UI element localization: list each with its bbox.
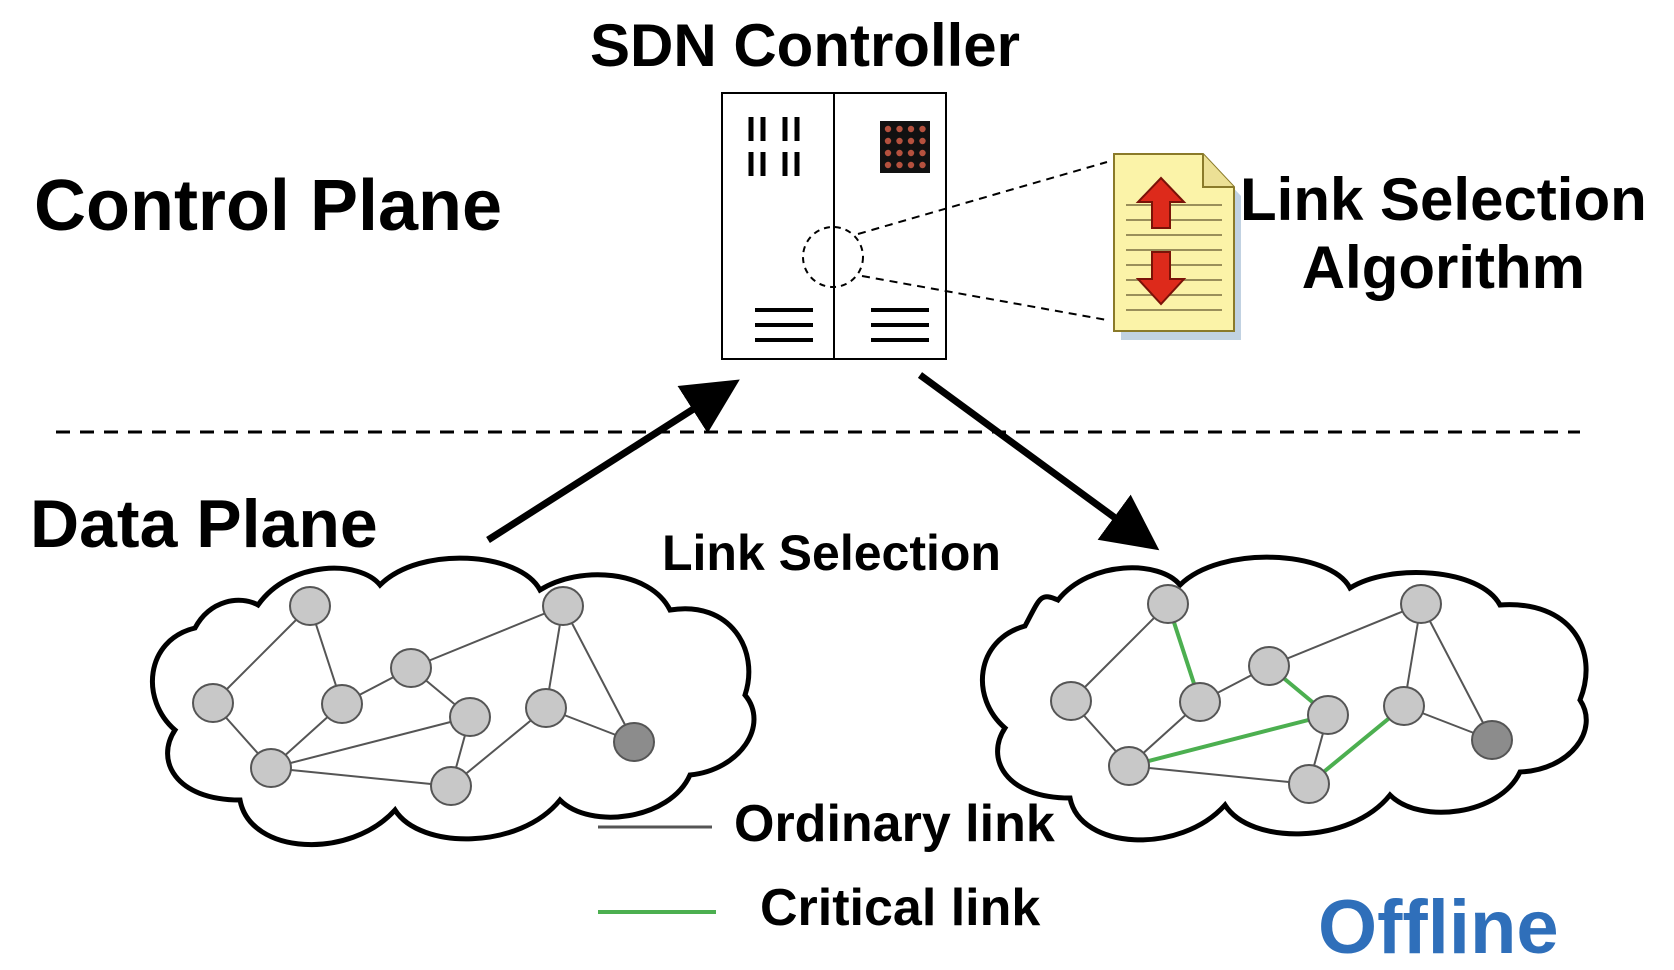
controller-dot	[896, 161, 903, 169]
network-node	[1050, 681, 1092, 721]
network-node	[1147, 584, 1189, 624]
legend-critical-label: Critical link	[760, 879, 1041, 937]
algorithm-label: Link Selection Algorithm	[1240, 166, 1647, 302]
algorithm-label-line2: Algorithm	[1301, 233, 1586, 301]
network-node	[1471, 720, 1513, 760]
upload-arrow	[486, 379, 740, 543]
download-arrow	[917, 372, 1160, 551]
ordinary-link	[1268, 603, 1422, 667]
network-node	[525, 688, 567, 728]
ordinary-link	[212, 605, 311, 704]
ordinary-link	[410, 605, 564, 669]
controller-dot	[907, 137, 915, 145]
controller-dot	[884, 137, 892, 145]
ordinary-link	[1128, 765, 1310, 785]
algorithm-document-icon	[1113, 153, 1241, 340]
ordinary-link	[562, 605, 635, 743]
controller-dot	[907, 149, 915, 157]
algorithm-label-line1: Link Selection	[1240, 166, 1647, 233]
network-node	[250, 748, 292, 788]
network-node	[449, 697, 491, 737]
control-plane-label: Control Plane	[34, 166, 503, 246]
critical-link	[1128, 713, 1329, 768]
controller-dot	[884, 149, 892, 157]
network-node	[1288, 764, 1330, 804]
controller-dot	[919, 161, 926, 169]
controller-dot	[896, 137, 903, 145]
ordinary-link	[1420, 603, 1493, 741]
network-node	[321, 684, 363, 724]
network-node	[1400, 584, 1442, 624]
status-label: Offline	[1318, 885, 1559, 970]
network-node	[1248, 646, 1290, 686]
controller-dot	[907, 161, 915, 169]
controller-dot	[919, 125, 926, 133]
network-node	[613, 722, 655, 762]
network-node	[1108, 746, 1150, 786]
controller-dot	[919, 149, 926, 157]
network-node	[1179, 682, 1221, 722]
left-network-cloud	[150, 555, 757, 848]
network-node	[390, 648, 432, 688]
controller-dot	[896, 149, 903, 157]
data-plane-label: Data Plane	[30, 486, 378, 562]
legend-ordinary-label: Ordinary link	[734, 795, 1055, 853]
up-arrow-icon	[1135, 176, 1187, 229]
down-arrow-icon	[1135, 251, 1187, 306]
right-network-cloud	[980, 554, 1589, 843]
network-node	[289, 586, 331, 626]
network-node	[542, 586, 584, 626]
controller-dot	[884, 161, 892, 169]
sdn-controller-icon	[721, 92, 1108, 360]
network-node	[192, 683, 234, 723]
network-node	[1383, 686, 1425, 726]
controller-dot	[884, 125, 892, 133]
network-node	[430, 766, 472, 806]
sdn-controller-title: SDN Controller	[590, 12, 1021, 79]
ordinary-link	[270, 716, 471, 769]
controller-dot	[919, 137, 926, 145]
ordinary-link	[270, 767, 452, 787]
network-node	[1307, 695, 1349, 735]
link-selection-label: Link Selection	[662, 525, 1001, 581]
controller-dot	[896, 125, 903, 133]
ordinary-link	[1070, 603, 1169, 702]
controller-dot	[907, 125, 915, 133]
